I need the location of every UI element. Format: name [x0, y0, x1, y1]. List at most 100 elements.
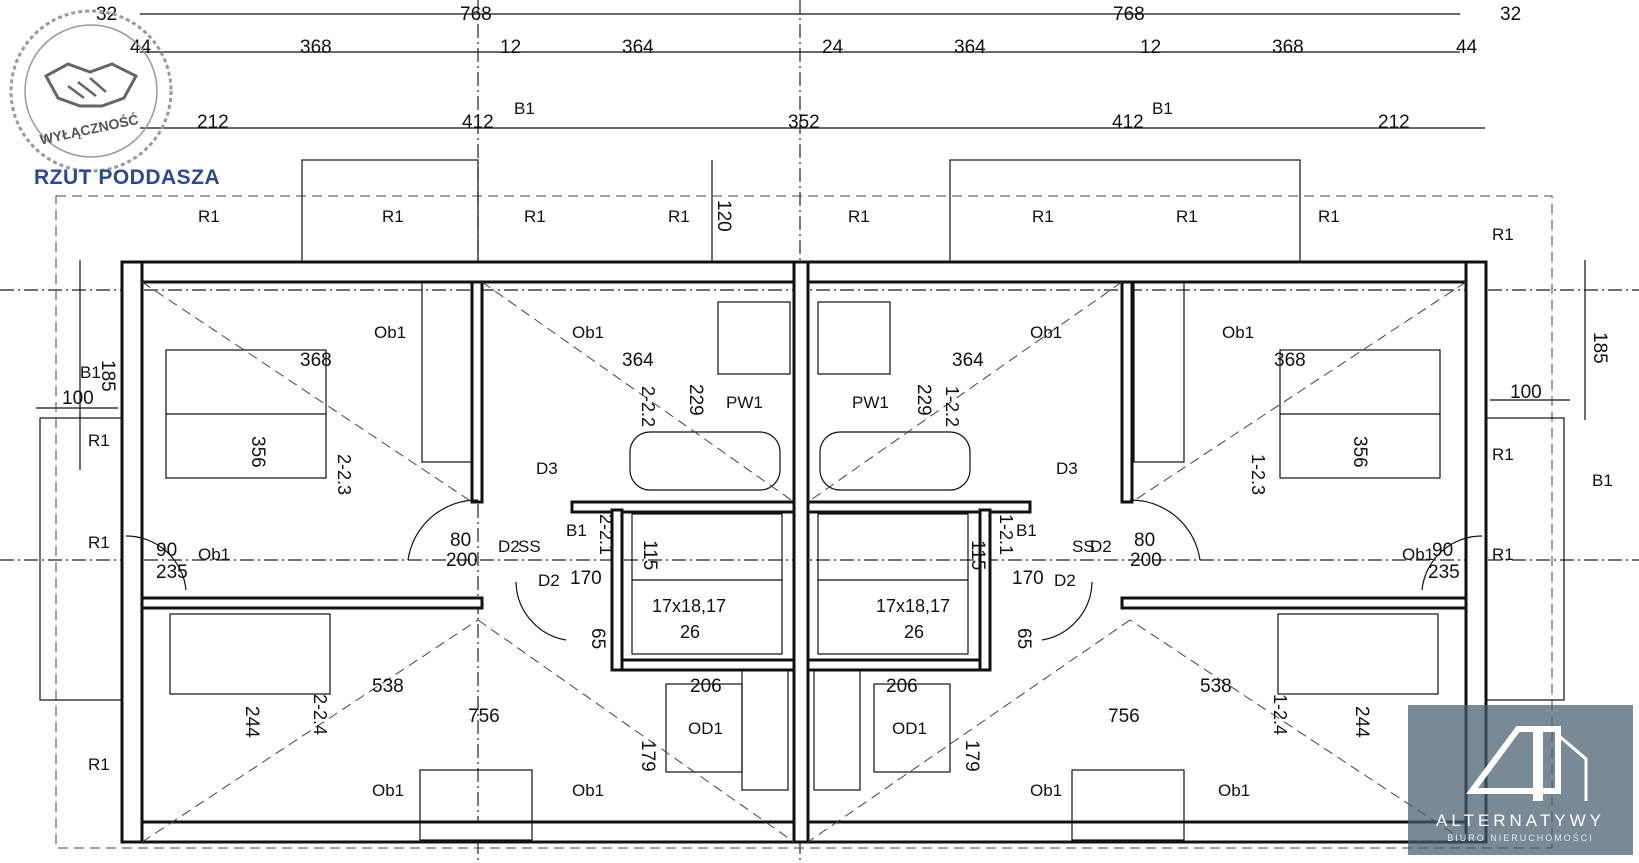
dim-100-right: 100: [1510, 382, 1542, 403]
dim-756-right: 756: [1108, 706, 1140, 727]
dim-120: 120: [713, 200, 734, 232]
dim-room-1: 368: [300, 37, 332, 58]
dim-364-right: 364: [952, 350, 984, 371]
dim-170-left: 170: [570, 568, 602, 589]
dim-90-win-right: 90: [1432, 540, 1453, 561]
dim-185-right: 185: [1589, 332, 1610, 364]
dim-115-right: 115: [967, 540, 988, 570]
tag-r1-8: R1: [1318, 207, 1340, 226]
tag-ob1-6: Ob1: [1402, 545, 1434, 564]
dim-wall-2: 12: [1140, 37, 1161, 58]
tag-ss-left: SS: [518, 537, 541, 556]
stamp-text: WYŁĄCZNOŚĆ: [38, 110, 140, 147]
tag-d3-left: D3: [536, 459, 558, 478]
inner-walls: [140, 280, 1468, 672]
outer-walls: [120, 260, 1488, 844]
dim-200-door-left: 200: [446, 550, 478, 571]
element-tags: R1 R1 R1 R1 R1 R1 R1 R1 R1 R1 R1 R1 R1 R…: [80, 99, 1613, 800]
tag-r1-11: R1: [88, 533, 110, 552]
tag-r1-7: R1: [1176, 207, 1198, 226]
dim-half-left: 768: [460, 4, 492, 25]
dim-244-right: 244: [1351, 706, 1372, 738]
tag-ob1-8: Ob1: [572, 781, 604, 800]
dim-179-right: 179: [961, 740, 982, 772]
side-dimensions: 185 185 100 100 120: [62, 200, 1610, 409]
tag-ob1-10: Ob1: [1218, 781, 1250, 800]
tag-ob1-3: Ob1: [1030, 323, 1062, 342]
room-1-2-4: 1-2.4: [1270, 694, 1290, 735]
tag-r1-2: R1: [382, 207, 404, 226]
dim-wall-24: 24: [822, 37, 844, 58]
dim-756-left: 756: [468, 706, 500, 727]
dim-229-right: 229: [913, 384, 934, 416]
room-2-2-2: 2-2.2: [638, 386, 658, 427]
handshake-icon: [43, 62, 139, 108]
agency-subtitle: BIURO NIERUCHOMOŚCI: [1447, 833, 1594, 843]
stairs-labels: 17x18,17 26 17x18,17 26: [652, 596, 950, 642]
dim-115-left: 115: [639, 540, 660, 570]
dim-outer-right: 212: [1378, 112, 1410, 133]
tag-ob1-2: Ob1: [572, 323, 604, 342]
tag-r1-4: R1: [668, 207, 690, 226]
dim-mid-right: 412: [1112, 112, 1144, 133]
tag-ob1-1: Ob1: [374, 323, 406, 342]
tag-r1-6: R1: [1032, 207, 1054, 226]
dim-206-right: 206: [886, 676, 918, 697]
tag-d2-left-2: D2: [538, 571, 560, 590]
tag-b1-1: B1: [514, 99, 535, 118]
dim-356-right: 356: [1349, 436, 1370, 468]
dim-170-right: 170: [1012, 568, 1044, 589]
dim-364-left: 364: [622, 350, 654, 371]
tag-d2-right-1: D2: [1090, 537, 1112, 556]
tag-pw1-left: PW1: [726, 393, 763, 412]
dim-244-left: 244: [241, 706, 262, 738]
door-swings: [125, 499, 1483, 641]
room-labels: 2-2.3 2-2.2 2-2.1 2-2.4 1-2.3 1-2.2 1-2.…: [310, 386, 1290, 735]
dim-229-left: 229: [685, 384, 706, 416]
dim-80-door-right: 80: [1134, 530, 1155, 551]
stairs-tread-right: 26: [904, 622, 924, 642]
tag-r1-9: R1: [1492, 225, 1514, 244]
dim-edge-right: 32: [1500, 4, 1521, 25]
dim-bath-1: 364: [622, 37, 654, 58]
tag-b1-2: B1: [1152, 99, 1173, 118]
tag-r1-10: R1: [88, 431, 110, 450]
dim-half-right: 768: [1113, 4, 1145, 25]
tag-ss-right: SS: [1072, 537, 1095, 556]
room-1-2-1: 1-2.1: [996, 514, 1016, 555]
room-2-2-3: 2-2.3: [334, 454, 354, 495]
dim-outer-left: 212: [197, 112, 229, 133]
dim-room-2: 368: [1272, 37, 1304, 58]
dim-bath-2: 364: [954, 37, 986, 58]
tag-b1-5: B1: [566, 521, 587, 540]
dim-538-right: 538: [1200, 676, 1232, 697]
top-dimensions: 32 768 768 32 44 368 12 364 24 364 12 36…: [96, 4, 1521, 133]
furniture: [165, 281, 1441, 841]
dim-edge-left: 32: [96, 4, 117, 25]
tag-r1-1: R1: [198, 207, 220, 226]
tag-b1-6: B1: [1016, 521, 1037, 540]
dim-edge2-right: 44: [1456, 37, 1478, 58]
dim-368-left: 368: [300, 350, 332, 371]
tag-b1-4: B1: [80, 363, 101, 382]
dim-235-win-left: 235: [156, 562, 188, 583]
dim-235-win-right: 235: [1428, 562, 1460, 583]
tag-r1-14: R1: [1492, 545, 1514, 564]
dim-538-left: 538: [372, 676, 404, 697]
dim-356-left: 356: [247, 436, 268, 468]
dim-185-left: 185: [97, 360, 118, 392]
dim-wall-1: 12: [500, 37, 521, 58]
dim-90-win-left: 90: [156, 540, 177, 561]
tag-d3-right: D3: [1056, 459, 1078, 478]
agency-logo: ALTERNATYWY BIURO NIERUCHOMOŚCI: [1408, 705, 1633, 855]
room-2-2-4: 2-2.4: [310, 694, 330, 735]
tag-ob1-9: Ob1: [1030, 781, 1062, 800]
room-dimensions: 368 368 364 364 356 356 229 229 538 538 …: [156, 350, 1460, 772]
stairs: [631, 513, 969, 655]
dim-mid-left: 412: [462, 112, 494, 133]
dim-center: 352: [788, 112, 820, 133]
tag-r1-3: R1: [524, 207, 546, 226]
page-title: RZUT PODDASZA: [34, 166, 221, 189]
